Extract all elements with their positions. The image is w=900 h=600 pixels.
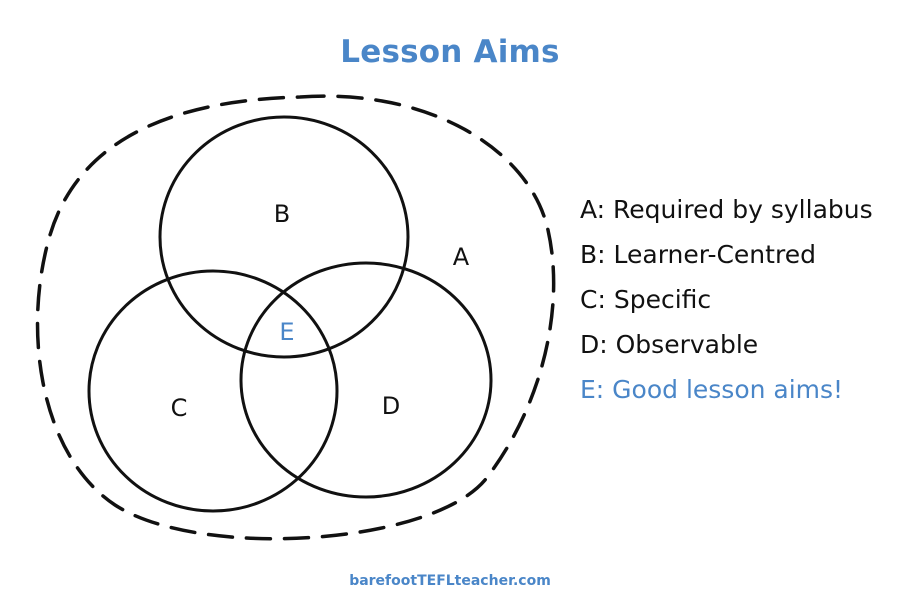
region-label-c: C xyxy=(171,394,188,422)
region-label-e: E xyxy=(279,318,294,346)
legend: A: Required by syllabus B: Learner-Centr… xyxy=(580,192,873,417)
legend-item-a: A: Required by syllabus xyxy=(580,195,873,224)
diagram-title: Lesson Aims xyxy=(340,34,560,70)
set-d-circle xyxy=(239,261,493,499)
set-b-circle xyxy=(158,115,410,359)
region-label-b: B xyxy=(274,200,290,228)
set-c-circle xyxy=(87,269,339,513)
legend-item-b: B: Learner-Centred xyxy=(580,240,816,269)
legend-item-d: D: Observable xyxy=(580,330,759,359)
legend-item-e: E: Good lesson aims! xyxy=(580,375,844,404)
footer-website: barefootTEFLteacher.com xyxy=(349,573,551,589)
region-label-a: A xyxy=(453,243,470,271)
set-a-dashed-boundary xyxy=(35,94,556,541)
region-label-d: D xyxy=(382,392,400,420)
legend-item-c: C: Specific xyxy=(580,285,712,314)
